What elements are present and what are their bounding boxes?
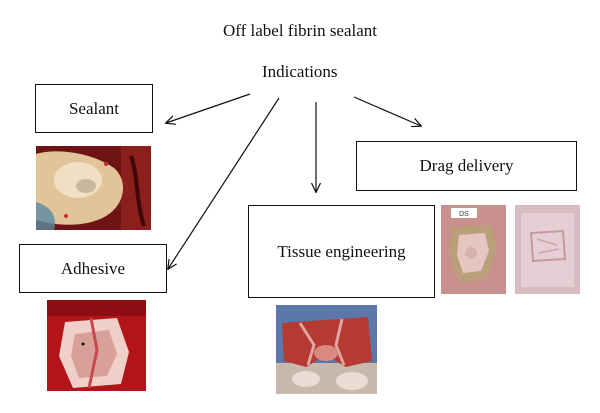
sealant-photo	[36, 146, 151, 230]
adhesive-photo	[47, 300, 146, 391]
node-drug-delivery-label: Drag delivery	[419, 156, 514, 175]
tissue-engineering-photo	[276, 305, 377, 394]
arrow-to-adhesive	[168, 97, 280, 269]
node-tissue-engineering: Tissue engineering	[248, 205, 435, 298]
node-adhesive: Adhesive	[19, 244, 167, 293]
node-drug-delivery: Drag delivery	[356, 141, 577, 191]
photo-label: DS	[459, 211, 469, 218]
arrow-to-drug-delivery	[353, 96, 421, 126]
node-sealant: Sealant	[35, 84, 153, 133]
node-adhesive-label: Adhesive	[60, 258, 126, 278]
diagram-title: Off label fibrin sealant	[222, 21, 378, 40]
arrow-to-sealant	[166, 93, 251, 123]
node-tissue-engineering-label: Tissue engineering	[277, 241, 406, 261]
node-sealant-label: Sealant	[68, 98, 120, 118]
drug-delivery-photo-2	[515, 205, 580, 294]
indications-label: Indications	[262, 62, 338, 81]
drug-delivery-photo-1: DS	[441, 205, 506, 294]
